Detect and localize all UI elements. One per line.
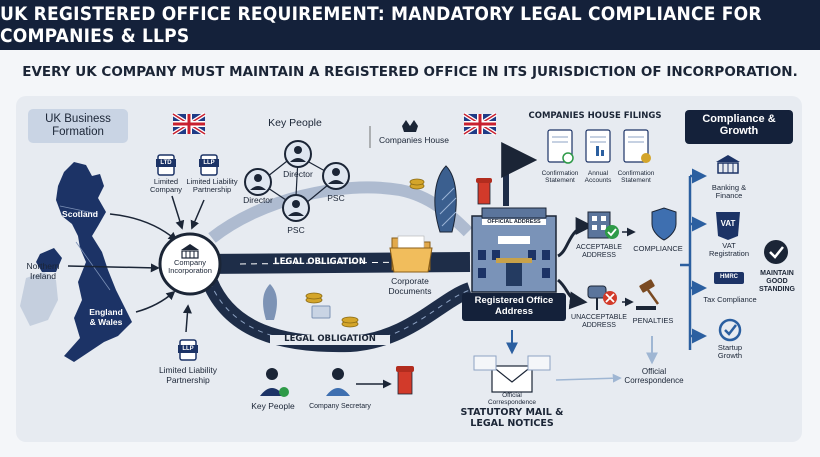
tax-label: Tax Compliance xyxy=(703,295,757,304)
uk-map xyxy=(20,162,132,362)
key-people-heading: Key People xyxy=(268,117,322,129)
good-standing-check-icon xyxy=(764,240,788,264)
director-top-label: Director xyxy=(283,169,313,179)
hmrc-icon xyxy=(714,272,744,284)
good-standing-label: MAINTAIN GOOD STANDING xyxy=(758,270,796,293)
arrow-llp2 xyxy=(182,304,192,333)
arrow-to-unacceptable xyxy=(556,278,588,310)
skyline-icon xyxy=(434,165,492,233)
vat-icon xyxy=(716,212,740,240)
coins-icon-2 xyxy=(305,292,359,328)
company-secretary-label: Company Secretary xyxy=(309,403,371,410)
page-subtitle: EVERY UK COMPANY MUST MAINTAIN A REGISTE… xyxy=(22,64,798,80)
road-top-dash xyxy=(239,261,421,265)
llp2-doc-icon xyxy=(178,339,198,361)
psc-right-label: PSC xyxy=(327,193,345,203)
title-banner: UK REGISTERED OFFICE REQUIREMENT: MANDAT… xyxy=(0,0,820,50)
arrow-scotland xyxy=(109,213,178,242)
map-northern-ireland xyxy=(36,248,62,272)
llp2-tag: LLP xyxy=(182,346,194,352)
arrow-ltd xyxy=(171,195,185,230)
startup-label: Startup Growth xyxy=(717,343,743,361)
map-label-scotland: Scotland xyxy=(62,209,98,219)
formation-heading: UK Business Formation xyxy=(45,113,111,138)
arrow-ni xyxy=(67,263,160,273)
arrow-england xyxy=(135,290,176,313)
crown-icon xyxy=(369,120,418,148)
folder-icon xyxy=(389,235,433,273)
company-secretary-icon xyxy=(326,368,350,396)
map-england-wales xyxy=(64,236,132,362)
envelope-icon xyxy=(473,355,551,393)
filing-item-3: Confirmation Statement xyxy=(617,170,655,185)
formation-heading-box: UK Business Formation xyxy=(28,109,128,143)
banking-icon xyxy=(716,155,740,174)
registered-office-building-icon xyxy=(471,207,557,293)
acceptable-address-label: ACCEPTABLE ADDRESS xyxy=(576,244,622,259)
bottom-key-people-icon xyxy=(260,368,289,397)
growth-branches xyxy=(680,168,707,350)
unacceptable-mailbox-icon xyxy=(587,285,617,310)
official-correspondence-right: Official Correspondence xyxy=(624,367,684,385)
arrow-mail-correspondence xyxy=(555,373,622,383)
legal-obligation-top: LEGAL OBLIGATION xyxy=(274,257,366,267)
building-sign: OFFICIAL ADDRESS xyxy=(482,219,546,226)
filings-heading: COMPANIES HOUSE FILINGS xyxy=(528,111,662,121)
llp-doc-icon xyxy=(199,154,219,176)
map-label-northern-ireland: Northern Ireland xyxy=(26,261,60,281)
filing-doc-icons xyxy=(547,129,651,164)
arrow-to-filings xyxy=(501,142,538,206)
llp-label: Limited Liability Partnership xyxy=(186,177,238,195)
key-people-network xyxy=(244,140,350,222)
arrow-llp xyxy=(190,199,205,230)
ltd-label: Limited Company xyxy=(149,177,183,195)
incorporation-building-icon xyxy=(181,244,199,259)
hmrc-icon-text: HMRC xyxy=(720,274,738,280)
growth-heading: Compliance & Growth xyxy=(702,113,776,138)
gherkin-icon-2 xyxy=(263,284,277,320)
compliance-shield-icon xyxy=(651,207,677,241)
ltd-tag: LTD xyxy=(160,160,172,166)
gavel-icon xyxy=(636,279,660,310)
acceptable-building-icon xyxy=(587,211,619,239)
llp-tag: LLP xyxy=(203,160,215,166)
director-left-label: Director xyxy=(243,195,273,205)
uk-flag-icon-left xyxy=(171,112,207,136)
coins-icon xyxy=(409,178,425,190)
map-label-england-wales: England & Wales xyxy=(89,307,123,327)
map-ireland xyxy=(20,272,58,326)
vat-icon-text: VAT xyxy=(720,219,736,228)
mail-small-label: Official Correspondence xyxy=(487,392,537,407)
penalties-label: PENALTIES xyxy=(632,316,674,325)
registered-office-box: Registered Office Address xyxy=(462,293,566,321)
mail-label: STATUTORY MAIL & LEGAL NOTICES xyxy=(460,407,564,429)
companies-house-label: Companies House xyxy=(379,135,449,145)
ltd-doc-icon xyxy=(156,154,176,176)
map-scotland xyxy=(56,162,106,236)
bottom-key-people-label: Key People xyxy=(251,401,295,411)
postbox-icon xyxy=(396,366,414,395)
incorporation-circle xyxy=(158,232,222,296)
startup-check-icon xyxy=(718,318,742,342)
compliance-label: COMPLIANCE xyxy=(633,244,683,253)
unacceptable-address-label: UNACCEPTABLE ADDRESS xyxy=(571,314,627,329)
growth-heading-box xyxy=(685,110,793,144)
incorporation-label: Company Incorporation xyxy=(168,258,212,276)
page-title: UK REGISTERED OFFICE REQUIREMENT: MANDAT… xyxy=(0,3,762,47)
filing-item-2: Annual Accounts xyxy=(584,170,612,185)
arrow-to-acceptable xyxy=(557,217,594,258)
filing-item-1: Confirmation Statement xyxy=(541,170,579,185)
legal-obligation-bottom: LEGAL OBLIGATION xyxy=(270,334,390,345)
psc-bottom-label: PSC xyxy=(287,225,305,235)
registered-office-label: Registered Office Address xyxy=(474,295,554,317)
card-icon xyxy=(311,305,331,319)
uk-flag-icon-right xyxy=(462,112,498,136)
banking-label: Banking & Finance xyxy=(711,183,747,201)
llp2-label: Limited Liability Partnership xyxy=(158,365,218,385)
vat-label: VAT Registration xyxy=(708,241,750,259)
corporate-documents-label: Corporate Documents xyxy=(388,276,432,296)
